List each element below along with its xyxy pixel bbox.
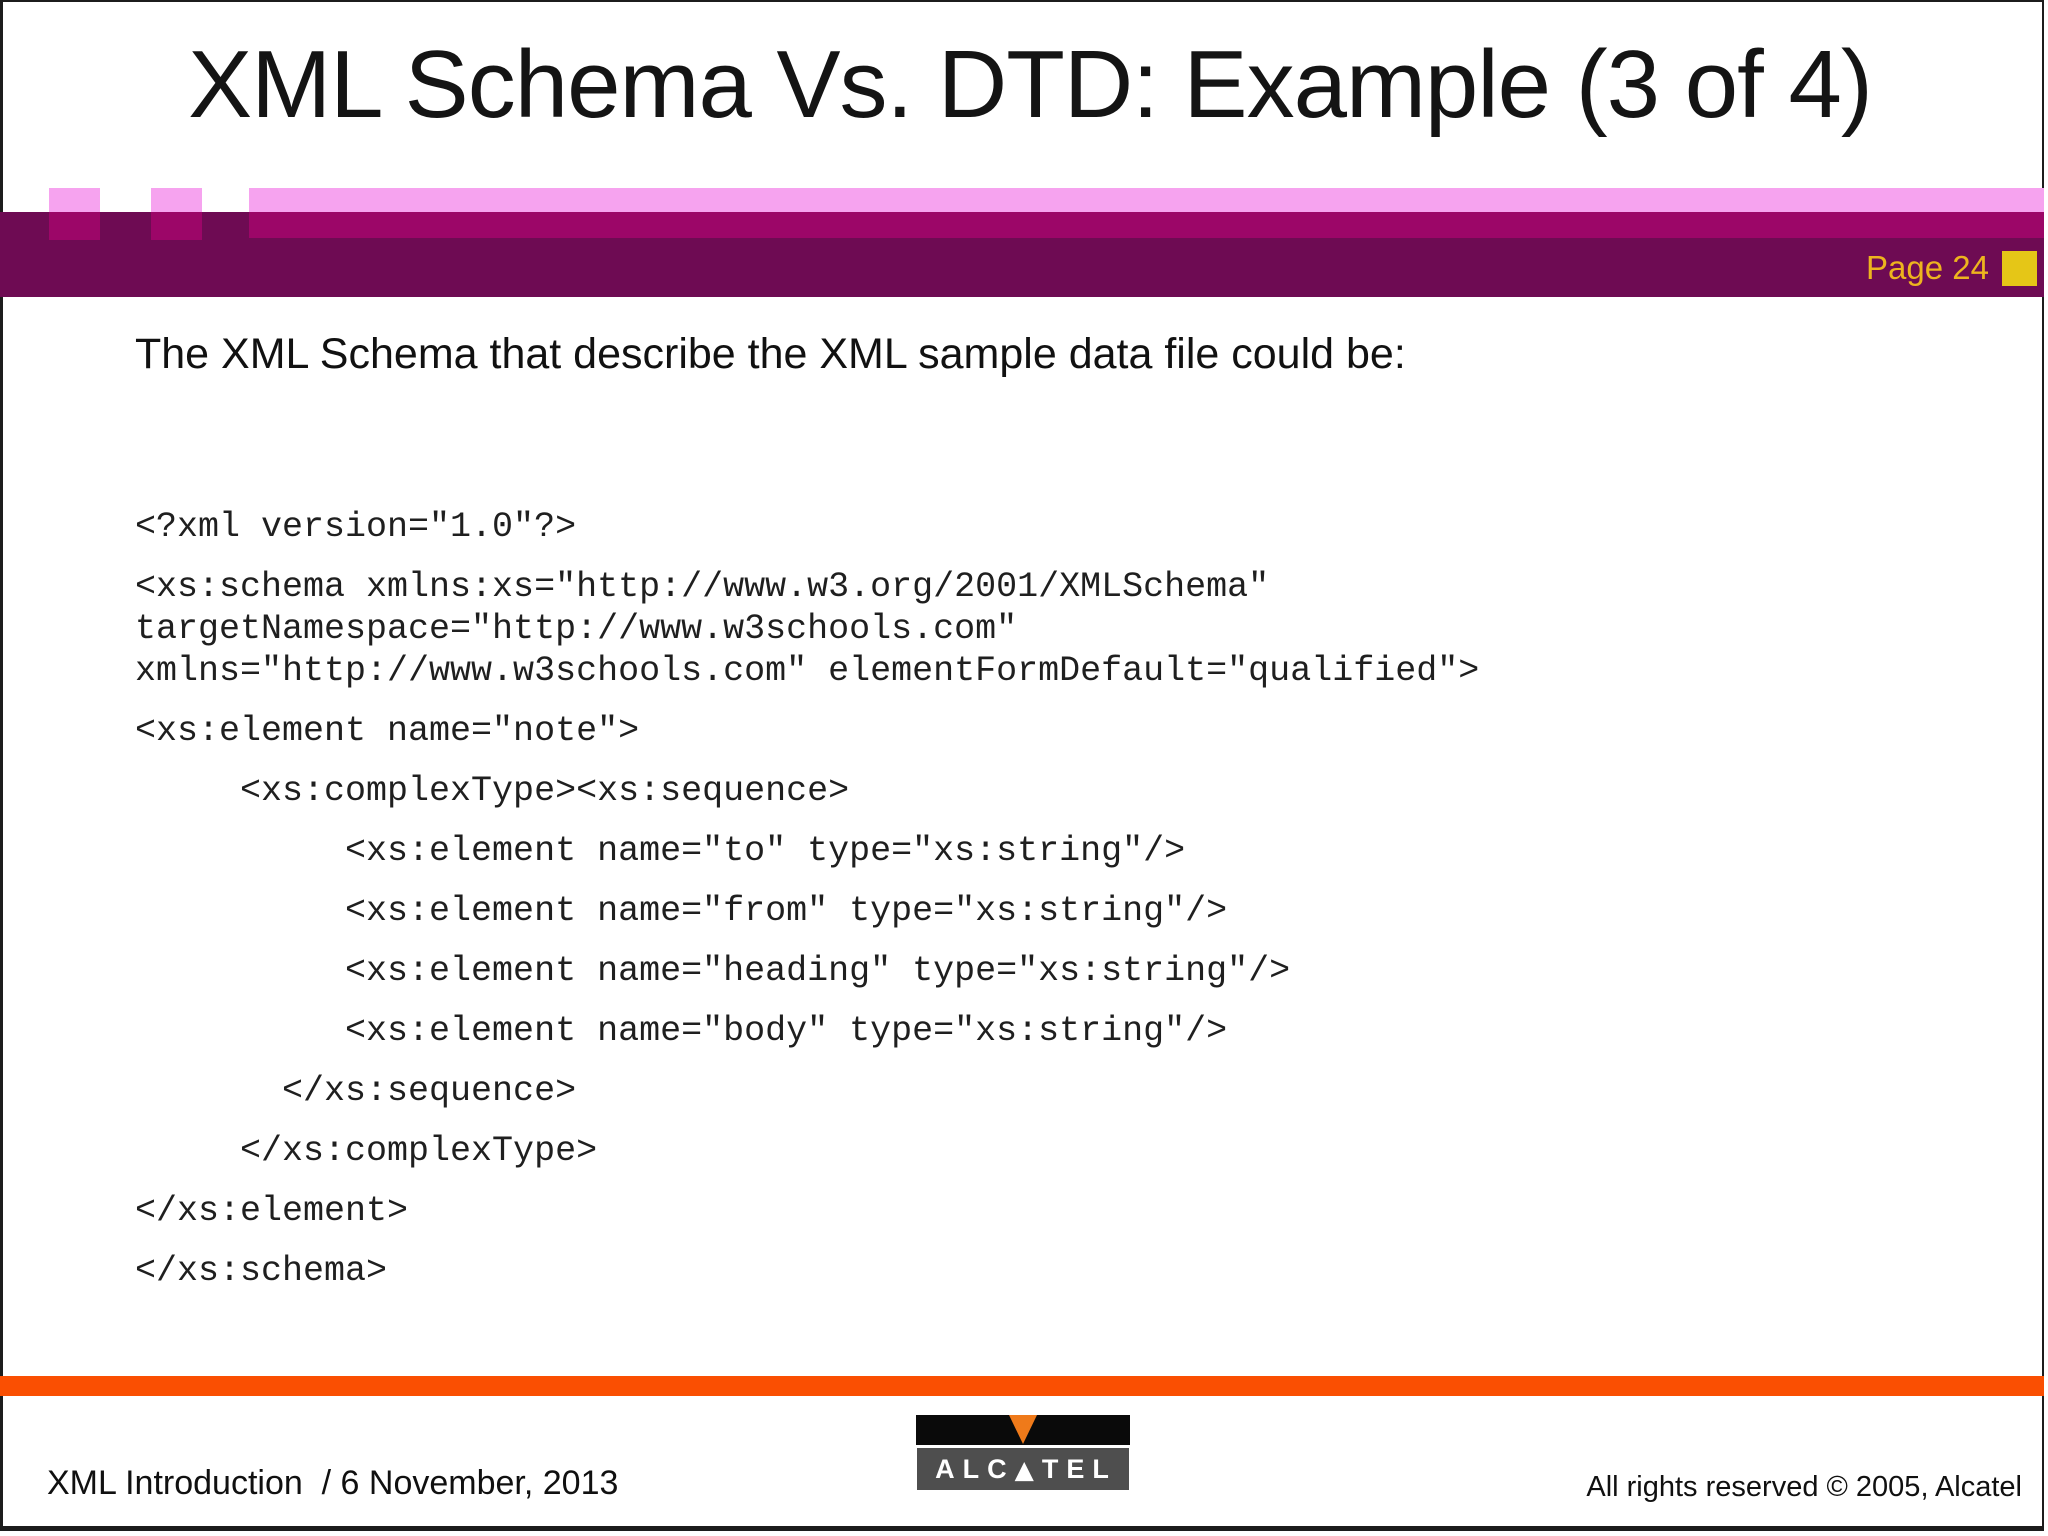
code-paragraph: <xs:element name="from" type="xs:string"… (135, 890, 2015, 932)
code-line: </xs:sequence> (135, 1071, 577, 1111)
page-marker-square (2002, 250, 2037, 286)
code-paragraph: <xs:element name="body" type="xs:string"… (135, 1010, 2015, 1052)
code-line: xmlns="http://www.w3schools.com" element… (135, 651, 1480, 691)
code-line: <xs:complexType><xs:sequence> (135, 771, 850, 811)
logo-text-post: TEL (1041, 1453, 1117, 1484)
code-line: </xs:element> (135, 1191, 409, 1231)
code-paragraph: <xs:schema xmlns:xs="http://www.w3.org/2… (135, 566, 2015, 692)
accent-square-1-magenta (49, 212, 100, 240)
alcatel-triangle-icon (1009, 1415, 1037, 1444)
code-line: <xs:element name="to" type="xs:string"/> (135, 831, 1186, 871)
page-badge: Page 24 (1866, 248, 2037, 288)
code-line: <xs:element name="note"> (135, 711, 640, 751)
accent-square-2-pink (151, 188, 202, 212)
code-line: <xs:element name="heading" type="xs:stri… (135, 951, 1291, 991)
page-number-label: Page 24 (1866, 249, 1989, 286)
alcatel-logo-top-bar (916, 1415, 1130, 1445)
alcatel-logo-wordmark: ALC ▲ TEL (917, 1448, 1129, 1490)
code-block: <?xml version="1.0"?> <xs:schema xmlns:xs… (135, 506, 2015, 1292)
footer-divider-line (0, 1376, 2044, 1396)
code-paragraph: <xs:element name="note"> (135, 710, 2015, 752)
code-line: </xs:schema> (135, 1251, 388, 1291)
accent-square-2-magenta (151, 212, 202, 240)
code-paragraph: </xs:schema> (135, 1250, 2015, 1292)
body-heading: The XML Schema that describe the XML sam… (135, 330, 1406, 378)
code-paragraph: <xs:element name="heading" type="xs:stri… (135, 950, 2015, 992)
code-line: </xs:complexType> (135, 1131, 598, 1171)
code-paragraph: <xs:element name="to" type="xs:string"/> (135, 830, 2015, 872)
code-line: targetNamespace="http://www.w3schools.co… (135, 609, 1018, 649)
accent-square-1-pink (49, 188, 100, 212)
logo-letter-a-triangle-icon: ▲ (1014, 1454, 1042, 1484)
code-line: <xs:element name="body" type="xs:string"… (135, 1011, 1228, 1051)
code-line: <?xml version="1.0"?> (135, 507, 577, 547)
footer-right-text: All rights reserved © 2005, Alcatel (1586, 1471, 2022, 1503)
logo-text-pre: ALC (935, 1453, 1015, 1484)
code-line: <xs:schema xmlns:xs="http://www.w3.org/2… (135, 567, 1270, 607)
code-paragraph: </xs:complexType> (135, 1130, 2015, 1172)
header-band-pink (249, 188, 2044, 212)
code-paragraph: </xs:sequence> (135, 1070, 2015, 1112)
code-paragraph: </xs:element> (135, 1190, 2015, 1232)
code-line: <xs:element name="from" type="xs:string"… (135, 891, 1228, 931)
slide-title: XML Schema Vs. DTD: Example (3 of 4) (188, 31, 1873, 138)
header-band-magenta (249, 212, 2044, 238)
code-paragraph: <?xml version="1.0"?> (135, 506, 2015, 548)
code-paragraph: <xs:complexType><xs:sequence> (135, 770, 2015, 812)
footer-left-text: XML Introduction / 6 November, 2013 (47, 1464, 619, 1502)
